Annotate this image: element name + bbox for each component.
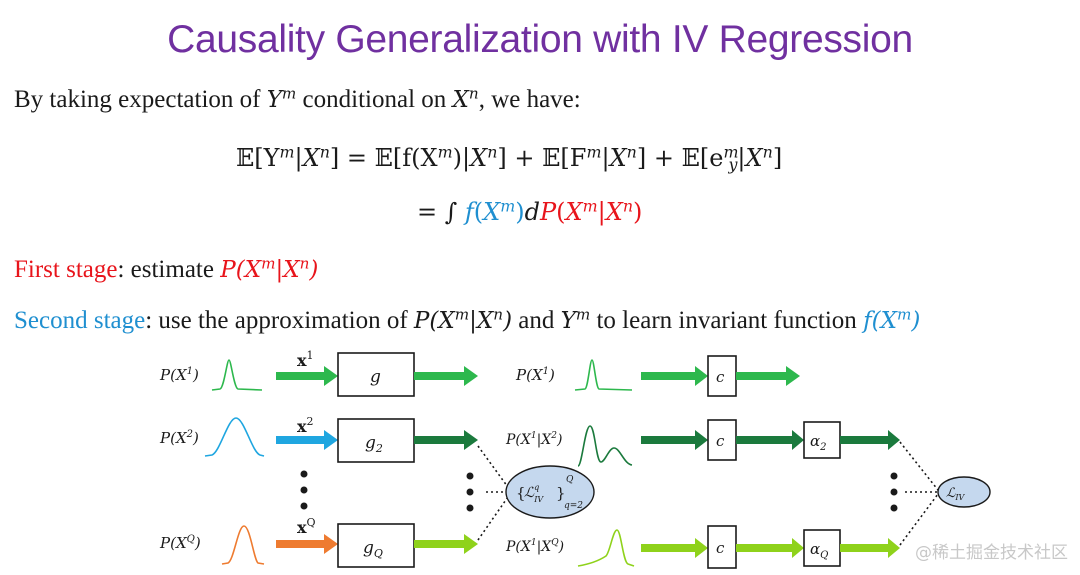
left-dist-label-2: P(X2) [159,429,199,447]
alpha-box-label-2: α2 [810,432,827,453]
arrow-input-2 [276,430,338,450]
first-stage-formula: P(Xm|Xn) [220,254,319,283]
mid-dist-label-1: P(X1) [515,366,555,384]
arrow-g-3 [414,534,478,554]
c-box-label-1: c [716,368,725,386]
left-dist-label-3: P(XQ) [159,534,201,552]
alpha-box-2 [803,421,841,459]
g-box-label-3: gQ [363,538,383,560]
intro-y: Ym [266,84,297,113]
arrow-g-1 [414,366,478,386]
intro-suffix: , we have: [478,86,581,113]
c-box-1 [707,355,737,397]
mid-dist-curve-3 [577,529,635,567]
intro-middle: conditional on [296,86,453,113]
arrow-input-1 [276,366,338,386]
c-box-label-2: c [716,432,725,450]
first-stage-text: : estimate [117,256,221,283]
mid-dist-curve-1 [574,359,633,391]
input-label-1: x1 [297,349,314,370]
loss-mid-brace-open: { [516,484,526,502]
arrow-alpha-3 [840,538,900,558]
loss-right-label: ℒIV [946,486,966,502]
g-box-3 [337,523,415,568]
left-dist-curve-1 [211,359,263,391]
arrow-mid-3 [641,538,708,558]
input-label-2: x2 [297,415,314,436]
loss-ellipse-right [937,476,991,508]
arrow-input-3 [276,534,338,554]
arrow-c-1 [736,366,800,386]
vertical-dots-right [890,472,898,512]
alpha-box-label-3: αQ [810,540,828,561]
alpha-box-3 [803,529,841,567]
arrow-c-2 [736,430,804,450]
c-box-label-3: c [716,539,725,557]
first-stage-label: First stage [14,256,118,283]
arrow-mid-2 [641,430,708,450]
vertical-dots-mid [466,472,474,512]
loss-mid-range-top: Q [566,475,574,485]
g-box-label-1: g [370,367,381,387]
input-label-3: xQ [297,516,316,537]
second-stage-text-3: to learn invariant function [590,307,864,334]
mid-dist-label-2: P(X1|X2) [505,431,562,448]
equation-line-2: = ∫ f(Xm)dP(Xm|Xn) [417,196,643,226]
loss-mid-brace-close: } [556,484,566,502]
watermark: @稀土掘金技术社区 [915,543,1068,563]
mid-dist-curve-2 [577,425,633,467]
arrow-alpha-2 [840,430,900,450]
second-stage-label: Second stage [14,307,146,334]
vertical-dots-left [300,470,308,510]
page-title: Causality Generalization with IV Regress… [167,18,913,61]
second-stage-line: Second stage: use the approximation of P… [14,305,921,334]
first-stage-line: First stage: estimate P(Xm|Xn) [14,256,318,284]
g-box-2 [337,418,415,463]
loss-ellipse-mid [505,465,595,519]
second-stage-text-2: and [512,307,561,334]
intro-prefix: By taking expectation of [14,86,267,113]
second-stage-text-1: : use the approximation of [145,307,414,334]
equation-line-1: 𝔼[Ym|Xn] = 𝔼[f(Xm)|Xn] + 𝔼[Fm|Xn] + 𝔼[em… [236,142,783,174]
arrow-c-3 [736,538,804,558]
mid-dist-label-3: P(X1|XQ) [505,538,564,555]
left-dist-label-1: P(X1) [159,366,199,384]
intro-line: By taking expectation of Ym conditional … [14,86,581,114]
c-box-2 [707,419,737,461]
left-dist-curve-3 [221,525,265,565]
left-dist-curve-2 [204,417,265,457]
loss-mid-range-bottom: q=2 [564,501,583,511]
intro-x: Xn [452,84,479,113]
g-box-label-2: g2 [365,433,383,455]
arrow-mid-1 [641,366,708,386]
arrow-g-2 [414,430,478,450]
